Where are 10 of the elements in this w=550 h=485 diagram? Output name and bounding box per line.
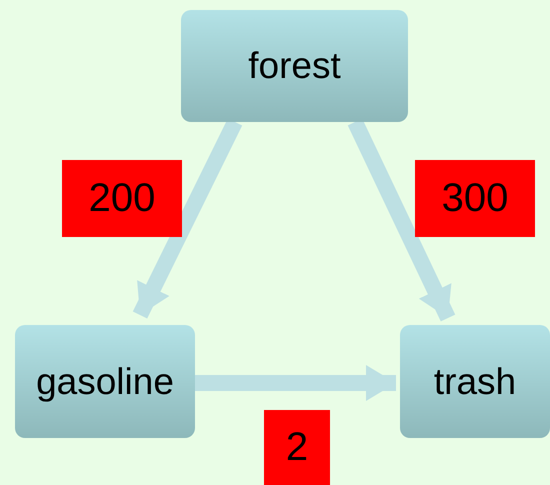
process-box — [15, 325, 195, 438]
process-box — [181, 10, 408, 122]
node-label: trash — [434, 360, 516, 402]
arrow — [195, 365, 396, 401]
node-label: forest — [248, 45, 341, 87]
process-box — [400, 325, 550, 438]
node-label: gasoline — [36, 360, 174, 402]
edge-label: 200 — [62, 160, 182, 237]
edge-label: 300 — [415, 160, 535, 237]
edge-label: 2 — [264, 410, 330, 485]
